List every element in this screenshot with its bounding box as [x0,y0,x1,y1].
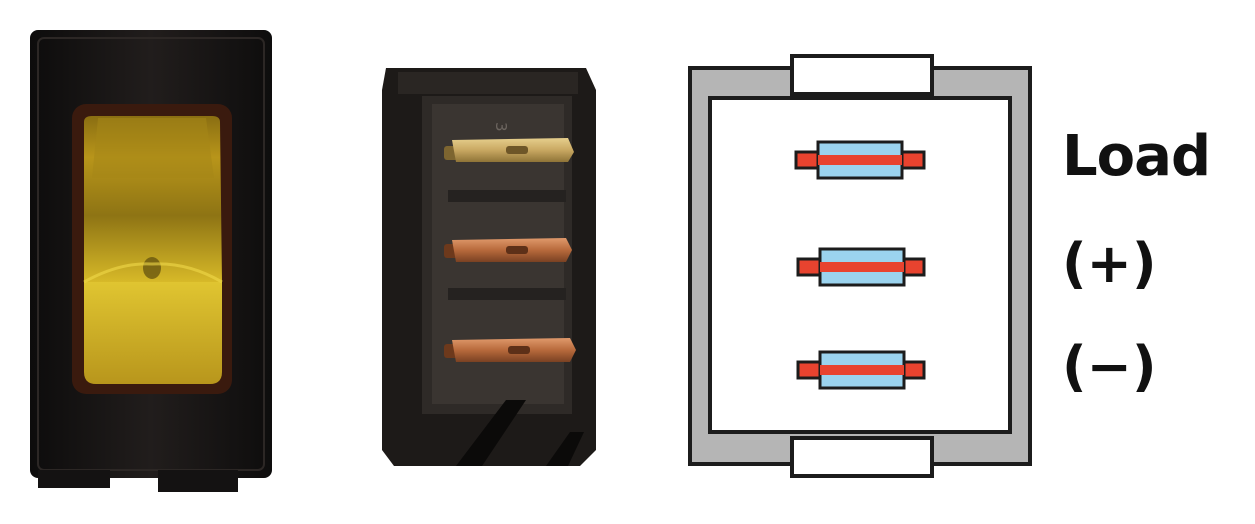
svg-text:3: 3 [492,122,510,132]
terminal-blade-load [794,140,926,180]
bezel-feet [38,470,238,492]
switch-rear-view: 3 [382,68,596,466]
terminal-label-positive: (+) [1062,232,1157,295]
terminal-blade-negative [796,350,926,390]
negative-terminal-copper [444,338,576,362]
terminal-label-negative: (−) [1062,335,1157,398]
amber-rocker [83,116,223,384]
embossed-terminal-mark: 3 [492,122,510,132]
load-terminal-brass [444,138,574,162]
switch-front-view [30,30,272,492]
positive-terminal-copper [444,238,572,262]
terminal-blade-positive [796,247,926,287]
switch-housing [382,68,596,466]
terminal-label-load: Load [1062,124,1211,189]
wiring-diagram [688,54,1032,478]
